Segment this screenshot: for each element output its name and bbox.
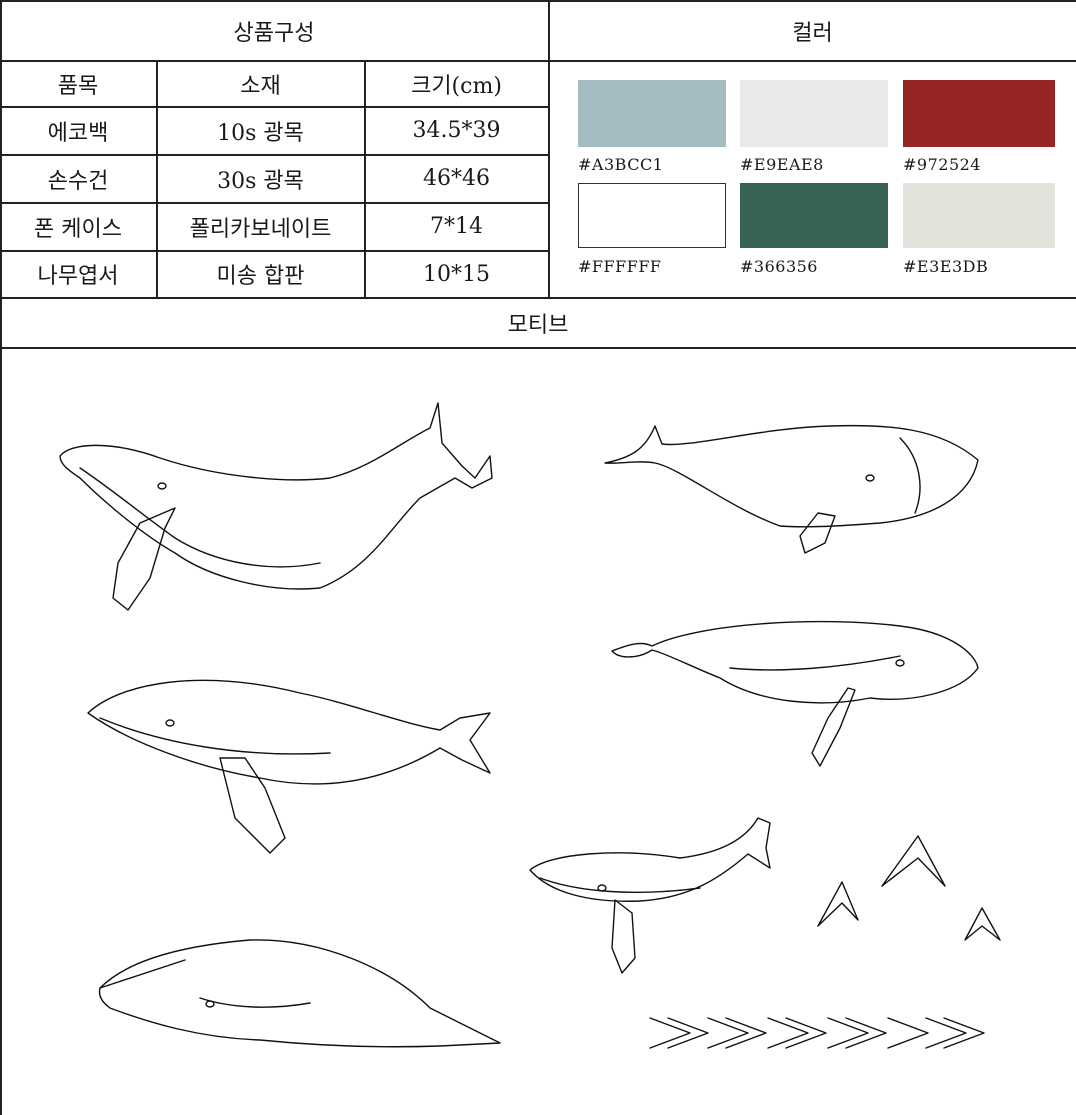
table-cell: 손수건 xyxy=(47,168,109,194)
swatch-label: #366356 xyxy=(740,257,818,276)
motif-illustrations xyxy=(59,402,1001,1049)
border-top xyxy=(0,0,1076,2)
humpback-whale-icon xyxy=(611,620,979,767)
swatch-label: #E3E3DB xyxy=(903,257,989,276)
motif-bottom-line xyxy=(0,347,1076,349)
right-whale-icon xyxy=(604,424,979,554)
color-swatch xyxy=(578,183,726,248)
color-swatch xyxy=(740,183,888,248)
color-swatch xyxy=(740,80,888,147)
table-row-line xyxy=(0,250,548,252)
motif-top-line xyxy=(0,297,1076,299)
column-header-size: 크기(cm) xyxy=(411,73,502,99)
motif-header: 모티브 xyxy=(507,312,569,338)
table-row-line xyxy=(0,106,548,108)
table-cell: 7*14 xyxy=(430,214,483,239)
table-cell: 10*15 xyxy=(423,261,490,287)
column-header-material: 소재 xyxy=(240,73,281,99)
table-col-line xyxy=(364,60,366,298)
color-swatch xyxy=(903,183,1055,248)
color-swatch xyxy=(578,80,726,147)
table-col-line xyxy=(156,60,158,298)
table-cell: 30s 광목 xyxy=(217,168,304,194)
table-cell: 폴리카보네이트 xyxy=(189,216,332,242)
composition-header: 상품구성 xyxy=(233,21,315,46)
swatch-label: #A3BCC1 xyxy=(578,155,664,174)
column-header-item: 품목 xyxy=(57,73,99,99)
swatch-label: #972524 xyxy=(903,155,981,174)
humpback-whale-icon xyxy=(59,402,493,611)
double-chevron-icon xyxy=(649,1017,985,1049)
header-bottom-line xyxy=(0,60,1076,62)
table-cell: 나무엽서 xyxy=(37,264,119,289)
border-left xyxy=(0,0,2,1115)
swatch-label: #FFFFFF xyxy=(578,257,662,276)
color-header: 컬러 xyxy=(792,21,833,46)
humpback-whale-icon xyxy=(529,817,771,974)
table-row-line xyxy=(0,202,548,204)
chevron-icon xyxy=(817,835,1001,941)
swatch-label: #E9EAE8 xyxy=(740,155,824,174)
center-divider xyxy=(548,0,550,298)
humpback-whale-icon xyxy=(87,679,491,854)
color-swatch xyxy=(903,80,1055,147)
table-cell: 미송 합판 xyxy=(216,264,305,289)
table-cell: 46*46 xyxy=(423,166,490,191)
table-cell: 폰 케이스 xyxy=(34,216,122,242)
table-row-line xyxy=(0,154,548,156)
right-whale-icon xyxy=(98,939,501,1048)
table-cell: 10s 광목 xyxy=(217,120,304,146)
table-cell: 에코백 xyxy=(47,120,109,146)
table-cell: 34.5*39 xyxy=(412,118,501,143)
